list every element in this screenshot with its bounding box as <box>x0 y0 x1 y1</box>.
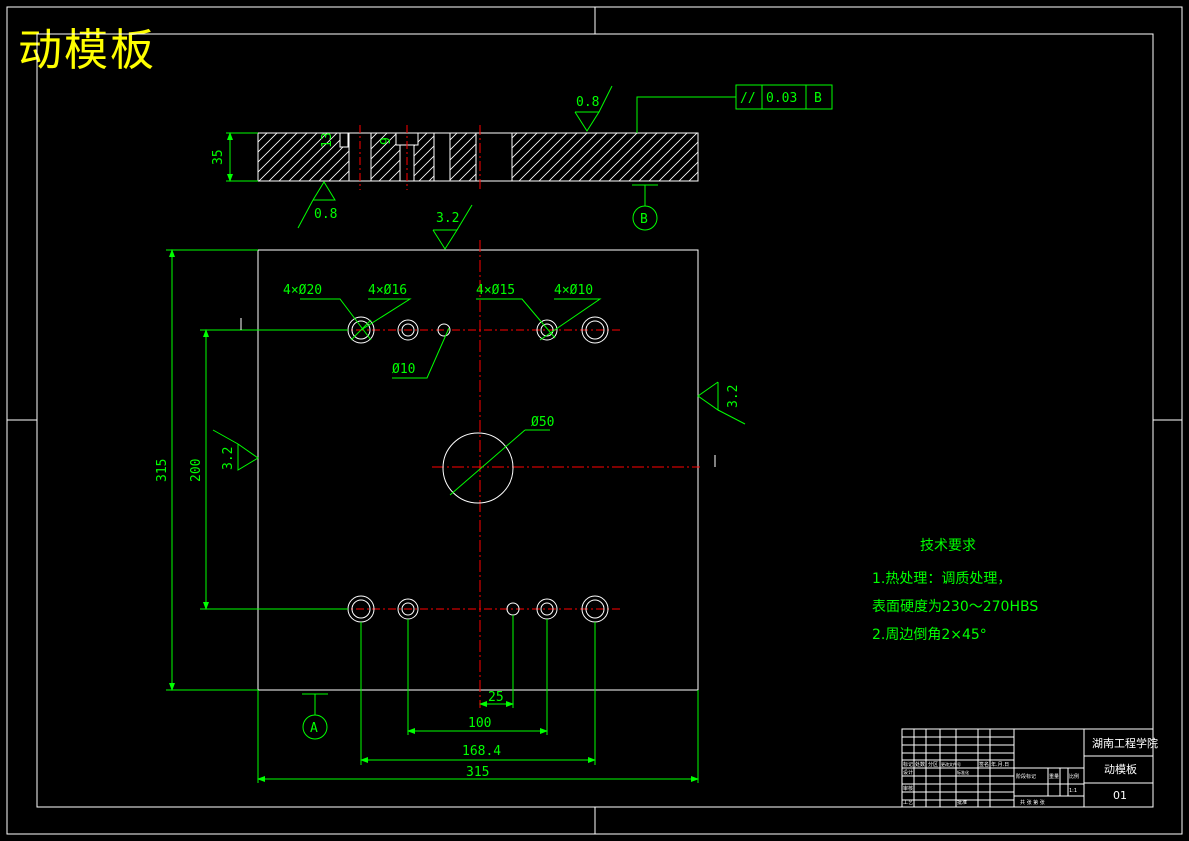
title-block <box>901 728 1154 808</box>
hole-label-16: 4×Ø16 <box>368 283 407 298</box>
tb-mark: 标记 <box>903 761 913 768</box>
hole-small-label: Ø10 <box>392 362 415 377</box>
tb-zone: 分区 <box>928 761 938 768</box>
hole-label-10: 4×Ø10 <box>554 283 593 298</box>
plan-dim-100: 100 <box>468 716 491 731</box>
tb-change: 更改文件号 <box>941 761 961 767</box>
tb-number: 01 <box>1113 789 1127 802</box>
side-roughness-bottom: 0.8 <box>314 207 337 222</box>
tb-stage-mark: 阶段标记 <box>1016 773 1036 780</box>
hole-label-20: 4×Ø20 <box>283 283 322 298</box>
tb-approve: 批准 <box>957 799 967 806</box>
tech-heading: 技术要求 <box>920 538 976 554</box>
tech-requirements: 技术要求 1.热处理：调质处理， 表面硬度为230～270HBS 2.周边倒角2… <box>872 538 1038 643</box>
tb-part: 动模板 <box>1104 762 1137 776</box>
title-block-text: 湖南工程学院 动模板 01 标记 处数 分区 更改文件号 签名 年.月.日 设计… <box>903 736 1158 806</box>
fcf-datum: B <box>814 91 822 106</box>
plan-view: Ø50 4×Ø20 4×Ø16 4×Ø15 4×Ø10 Ø10 <box>155 204 746 783</box>
tb-date: 年.月.日 <box>991 761 1009 768</box>
side-roughness-top: 0.8 <box>576 95 599 110</box>
plan-roughness-left: 3.2 <box>221 447 236 470</box>
tech-line-2: 表面硬度为230～270HBS <box>872 599 1038 615</box>
tb-standardize: 标准化 <box>957 769 969 775</box>
tb-count: 处数 <box>915 761 925 768</box>
datum-a: A <box>310 721 318 736</box>
plan-roughness-top: 3.2 <box>436 211 459 226</box>
datum-b: B <box>640 212 648 227</box>
fcf-tolerance: 0.03 <box>766 91 797 106</box>
sheet-frame <box>6 6 1183 835</box>
tb-school: 湖南工程学院 <box>1092 736 1158 750</box>
side-small-dim-9: 9 <box>379 137 394 145</box>
tb-signature: 签名 <box>979 761 989 768</box>
tb-design: 设计 <box>903 769 913 776</box>
tb-scale: 比例 <box>1069 773 1079 780</box>
tb-weight: 重量 <box>1049 773 1059 780</box>
tech-line-3: 2.周边倒角2×45° <box>872 627 987 643</box>
plan-inner-height-dim: 200 <box>189 459 204 482</box>
plan-dim-168: 168.4 <box>462 744 501 759</box>
tb-total-sheets: 共 张 第 张 <box>1020 799 1045 806</box>
plan-width-dim: 315 <box>466 765 489 780</box>
fcf-symbol: // <box>740 91 756 106</box>
plan-roughness-right: 3.2 <box>726 385 741 408</box>
plan-height-dim: 315 <box>155 459 170 482</box>
tb-review: 审核 <box>903 785 913 792</box>
side-small-dim-13: 13 <box>320 132 335 148</box>
tb-process: 工艺 <box>903 800 913 806</box>
center-hole-label: Ø50 <box>531 415 554 430</box>
side-view: 35 13 9 0.8 0.8 // 0.03 B B <box>211 84 833 231</box>
plan-dim-25: 25 <box>488 690 504 705</box>
tech-line-1: 1.热处理：调质处理， <box>872 571 1011 587</box>
tb-scale-value: 1:1 <box>1069 788 1077 794</box>
hole-label-15: 4×Ø15 <box>476 283 515 298</box>
side-thickness-dim: 35 <box>211 149 226 165</box>
